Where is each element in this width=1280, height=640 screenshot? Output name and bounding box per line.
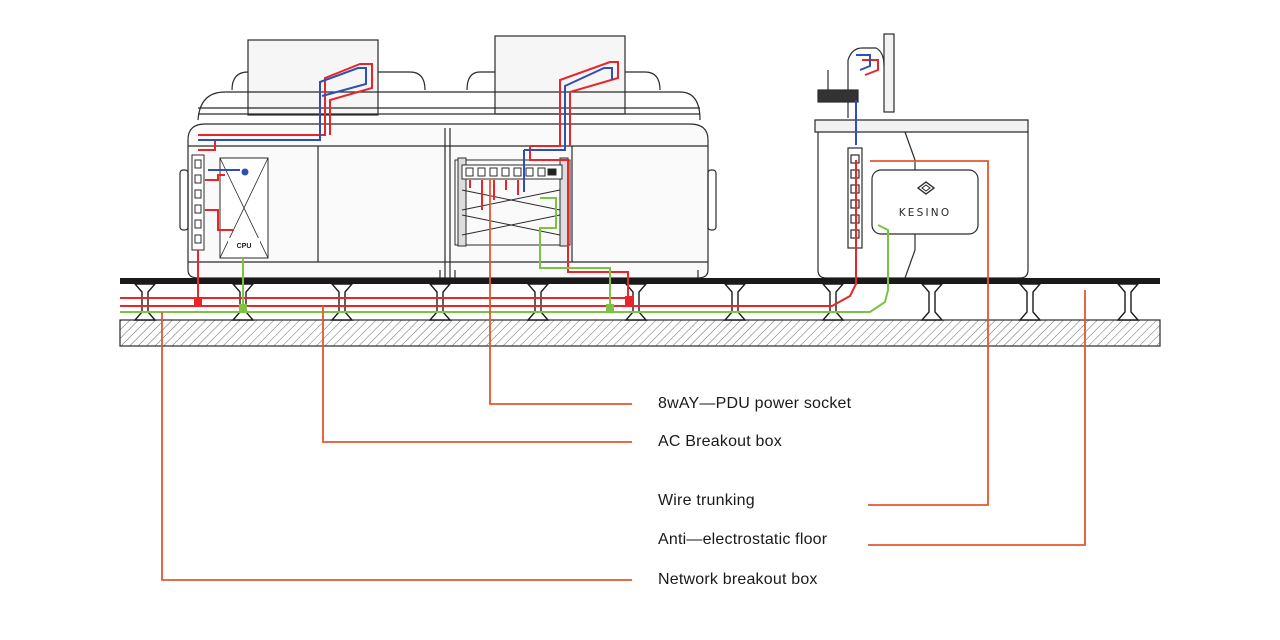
callout-anti-electrostatic-floor: Anti—electrostatic floor — [658, 531, 828, 548]
floor-pedestal — [1116, 283, 1140, 321]
monitor-1 — [247, 39, 379, 116]
left-console — [179, 35, 717, 280]
floor-pedestal — [1018, 283, 1042, 321]
callout-pdu-power-socket: 8wAY—PDU power socket — [658, 395, 852, 412]
network-port-dot — [241, 168, 249, 176]
floor-pedestal — [821, 283, 845, 321]
signal-cables — [198, 54, 871, 192]
brand-panel — [871, 169, 979, 235]
leader-floor — [868, 290, 1086, 546]
floor-pedestal — [723, 283, 747, 321]
leader-ac — [322, 305, 632, 443]
floor-pedestal — [133, 283, 157, 321]
callout-wire-trunking: Wire trunking — [658, 492, 755, 509]
left-pdu-strip — [191, 154, 205, 251]
floor-pedestal — [428, 283, 452, 321]
floor-pedestal — [526, 283, 550, 321]
callout-ac-breakout-box: AC Breakout box — [658, 433, 782, 450]
anti-electrostatic-floor — [119, 278, 1161, 347]
floor-pedestal — [920, 283, 944, 321]
breakout-boxes — [194, 296, 634, 312]
brand-logo-text: KESINO — [899, 207, 952, 219]
right-console — [814, 33, 1029, 279]
network-cables — [120, 197, 889, 313]
side-monitor — [883, 33, 895, 113]
pdu-power-socket — [461, 164, 563, 180]
floor-pedestal — [330, 283, 354, 321]
leader-network — [161, 312, 632, 581]
cpu-label: CPU — [237, 243, 252, 250]
leader-trunking — [868, 160, 989, 506]
callout-leaders — [161, 160, 1086, 581]
leader-pdu — [489, 180, 632, 405]
callout-network-breakout-box: Network breakout box — [658, 571, 818, 588]
center-rack — [454, 157, 571, 247]
